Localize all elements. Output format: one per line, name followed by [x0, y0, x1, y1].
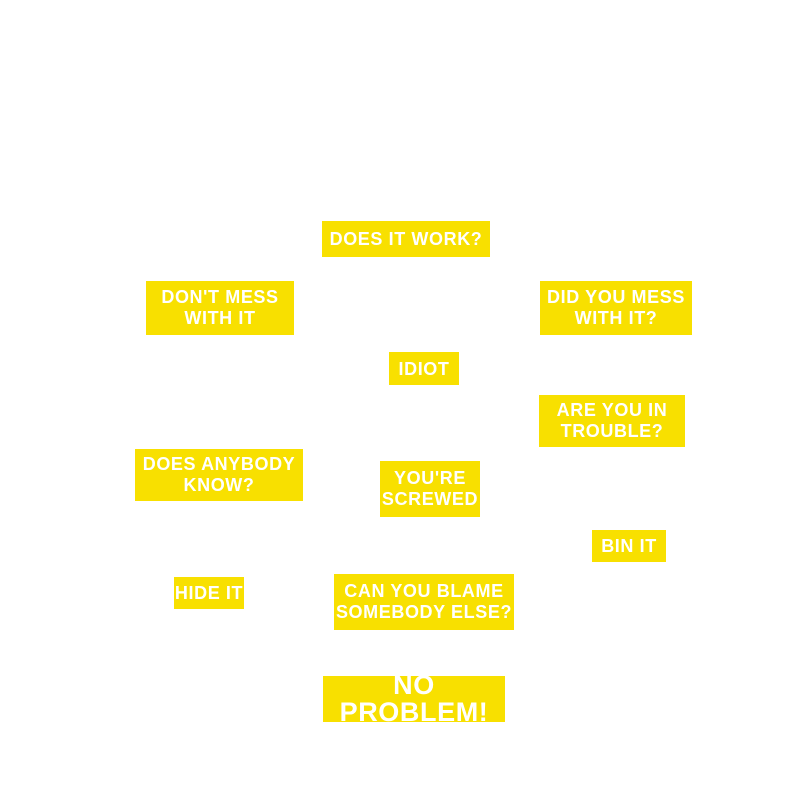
- flowchart-node-dont-mess-with-it: DON'T MESS WITH IT: [146, 281, 294, 335]
- flowchart-node-hide-it: HIDE IT: [174, 577, 244, 609]
- flowchart-node-bin-it: BIN IT: [592, 530, 666, 562]
- flowchart-node-are-you-in-trouble: ARE YOU IN TROUBLE?: [539, 395, 685, 447]
- flowchart-node-did-you-mess-with-it: DID YOU MESS WITH IT?: [540, 281, 692, 335]
- flowchart-node-youre-screwed: YOU'RE SCREWED: [380, 461, 480, 517]
- flowchart-node-does-it-work: DOES IT WORK?: [322, 221, 490, 257]
- flowchart-node-idiot: IDIOT: [389, 352, 459, 385]
- flowchart-node-can-you-blame-somebody-else: CAN YOU BLAME SOMEBODY ELSE?: [334, 574, 514, 630]
- flowchart-node-does-anybody-know: DOES ANYBODY KNOW?: [135, 449, 303, 501]
- flowchart-node-no-problem: NO PROBLEM!: [323, 672, 505, 726]
